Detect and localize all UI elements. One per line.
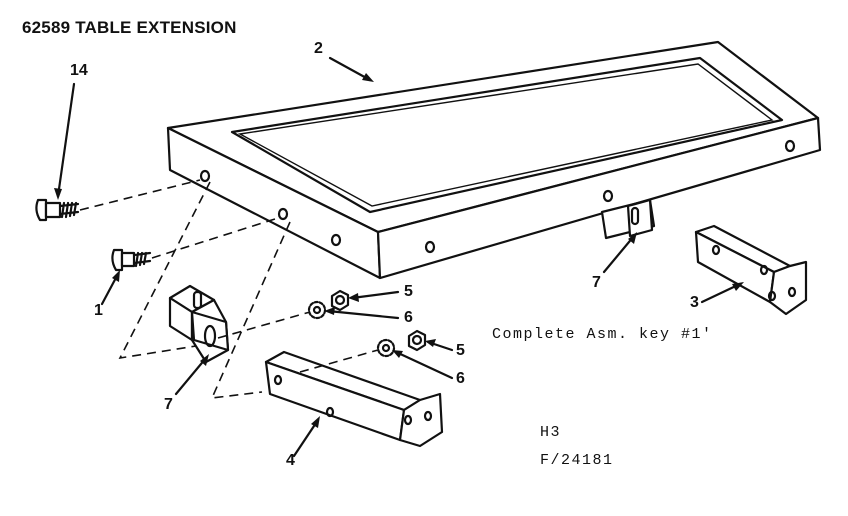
- callout-4: 4: [286, 452, 295, 469]
- side-bracket: [264, 350, 444, 448]
- callout-3: 3: [690, 294, 699, 311]
- lock-washer-upper: [307, 300, 327, 320]
- leader-arrows: [54, 56, 744, 458]
- table-extension-panel: [166, 40, 822, 280]
- callout-2: 2: [314, 40, 323, 57]
- callout-14: 14: [70, 62, 88, 79]
- callout-1: 1: [94, 302, 103, 319]
- bracket-under-table: [600, 198, 656, 240]
- lock-washer-lower: [376, 338, 396, 358]
- callout-7-right: 7: [592, 274, 601, 291]
- callout-5-lower: 5: [456, 342, 465, 359]
- assembly-note: Complete Asm. key #1': [492, 326, 713, 343]
- callout-6-lower: 6: [456, 370, 465, 387]
- left-bracket: [168, 284, 230, 364]
- carriage-bolt-1: [111, 248, 152, 272]
- carriage-bolt-14: [35, 198, 80, 222]
- end-bracket: [694, 224, 808, 316]
- lock-nut-upper: [330, 289, 350, 312]
- diagram-title: 62589 TABLE EXTENSION: [22, 18, 237, 37]
- drawing-code-h: H3: [540, 424, 562, 441]
- callout-7-left: 7: [164, 396, 173, 413]
- drawing-code-f: F/24181: [540, 452, 614, 469]
- lock-nut-lower: [407, 329, 427, 352]
- callout-5-upper: 5: [404, 283, 413, 300]
- callout-6-upper: 6: [404, 309, 413, 326]
- assembly-guide-lines: [79, 179, 379, 399]
